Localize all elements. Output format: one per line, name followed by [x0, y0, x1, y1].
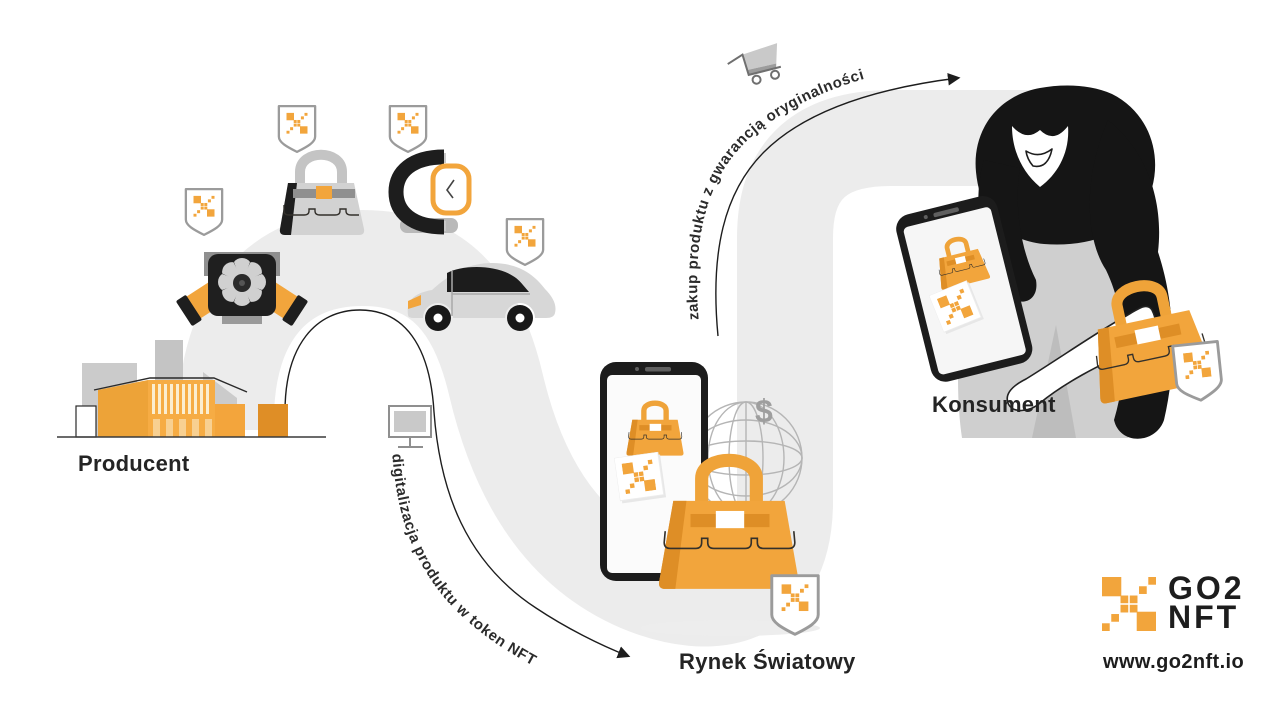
bag-shadow: [640, 620, 820, 636]
go2nft-qr-icon: [1102, 576, 1156, 632]
logo-line1: GO2: [1168, 570, 1245, 606]
nft-shield-badge-icon: [279, 106, 315, 152]
nft-shield-badge-icon: [772, 576, 818, 635]
monitor-icon: [388, 405, 432, 448]
journey-path: [178, 90, 1062, 647]
logo-line2: NFT: [1168, 599, 1240, 636]
dollar-sign: $: [755, 393, 773, 429]
engine-icon: [176, 252, 308, 326]
digitization-arrow-line: [284, 309, 631, 659]
smartwatch-icon: [388, 149, 472, 235]
consumer-label: Konsument: [932, 392, 1056, 417]
factory-illustration: [57, 340, 326, 438]
nft-shield-badge-icon: [507, 219, 543, 265]
nft-shield-badge-icon: [390, 106, 426, 152]
consumer-smartphone: [896, 196, 1033, 382]
consumer-illustration: [896, 85, 1224, 439]
purchase-arrow-line: [715, 73, 961, 337]
nft-shield-badge-icon: [1173, 341, 1224, 402]
market-label: Rynek Światowy: [679, 649, 856, 674]
producer-label: Producent: [78, 451, 190, 476]
nft-shield-badge-icon: [186, 189, 222, 235]
handbag-gray-icon: [279, 149, 365, 235]
website-link[interactable]: www.go2nft.io: [1103, 651, 1245, 673]
go2nft-logo: GO2 NFT: [1102, 570, 1245, 636]
car-icon: [407, 263, 556, 331]
shopping-cart-icon: [727, 43, 782, 85]
